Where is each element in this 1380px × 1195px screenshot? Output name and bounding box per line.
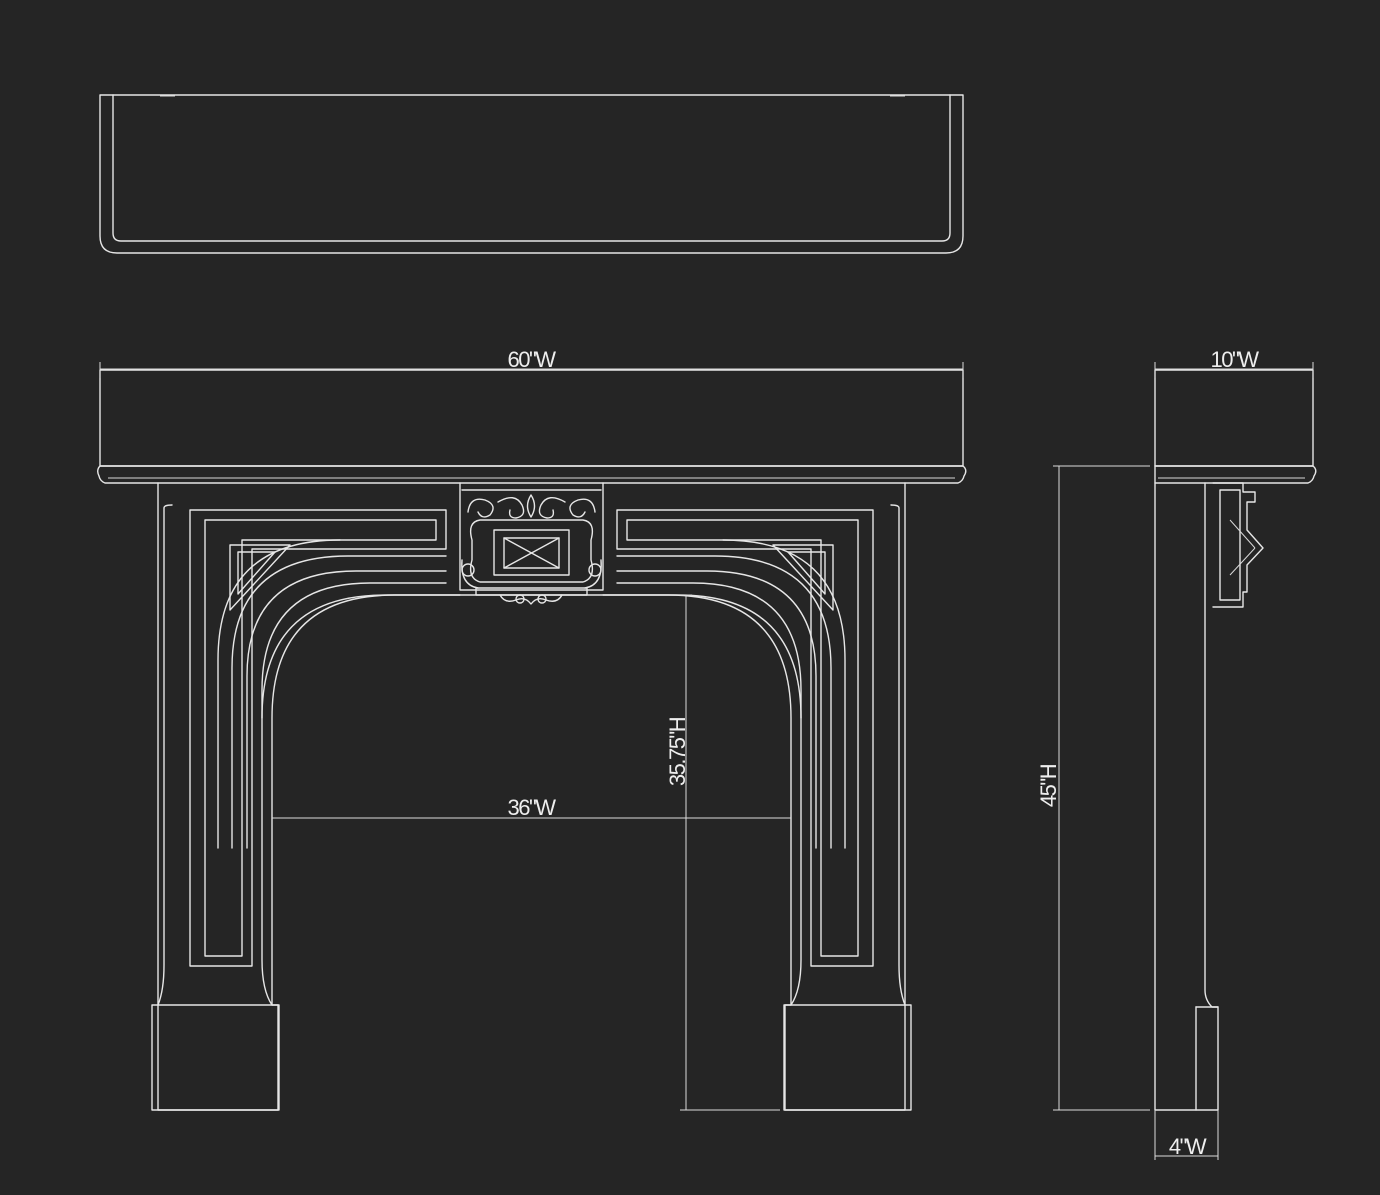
mantel-side-elevation: [1154, 369, 1317, 1111]
dimension-opening-height: 35.75"H: [665, 594, 780, 1111]
mantel-front-elevation: [97, 369, 967, 1111]
opening-width-label: 36"W: [507, 795, 556, 820]
overall-width-label: 60"W: [507, 347, 556, 372]
leg-depth-label: 4"W: [1169, 1134, 1207, 1159]
dimension-leg-depth: 4"W: [1154, 1110, 1219, 1160]
shelf-depth-label: 10"W: [1210, 347, 1259, 372]
right-leg: [602, 482, 912, 1111]
dimension-overall-height: 45"H: [1036, 465, 1150, 1111]
overall-height-label: 45"H: [1036, 764, 1061, 807]
mantel-shelf: [97, 369, 967, 484]
opening-height-label: 35.75"H: [665, 717, 690, 786]
carved-keystone: [459, 482, 604, 605]
dimension-shelf-depth: 10"W: [1154, 347, 1314, 378]
mantel-plan-view: [99, 94, 964, 254]
left-leg: [151, 482, 461, 1111]
dimension-opening-width: 36"W: [272, 795, 791, 820]
dimension-overall-width: 60"W: [99, 347, 964, 378]
